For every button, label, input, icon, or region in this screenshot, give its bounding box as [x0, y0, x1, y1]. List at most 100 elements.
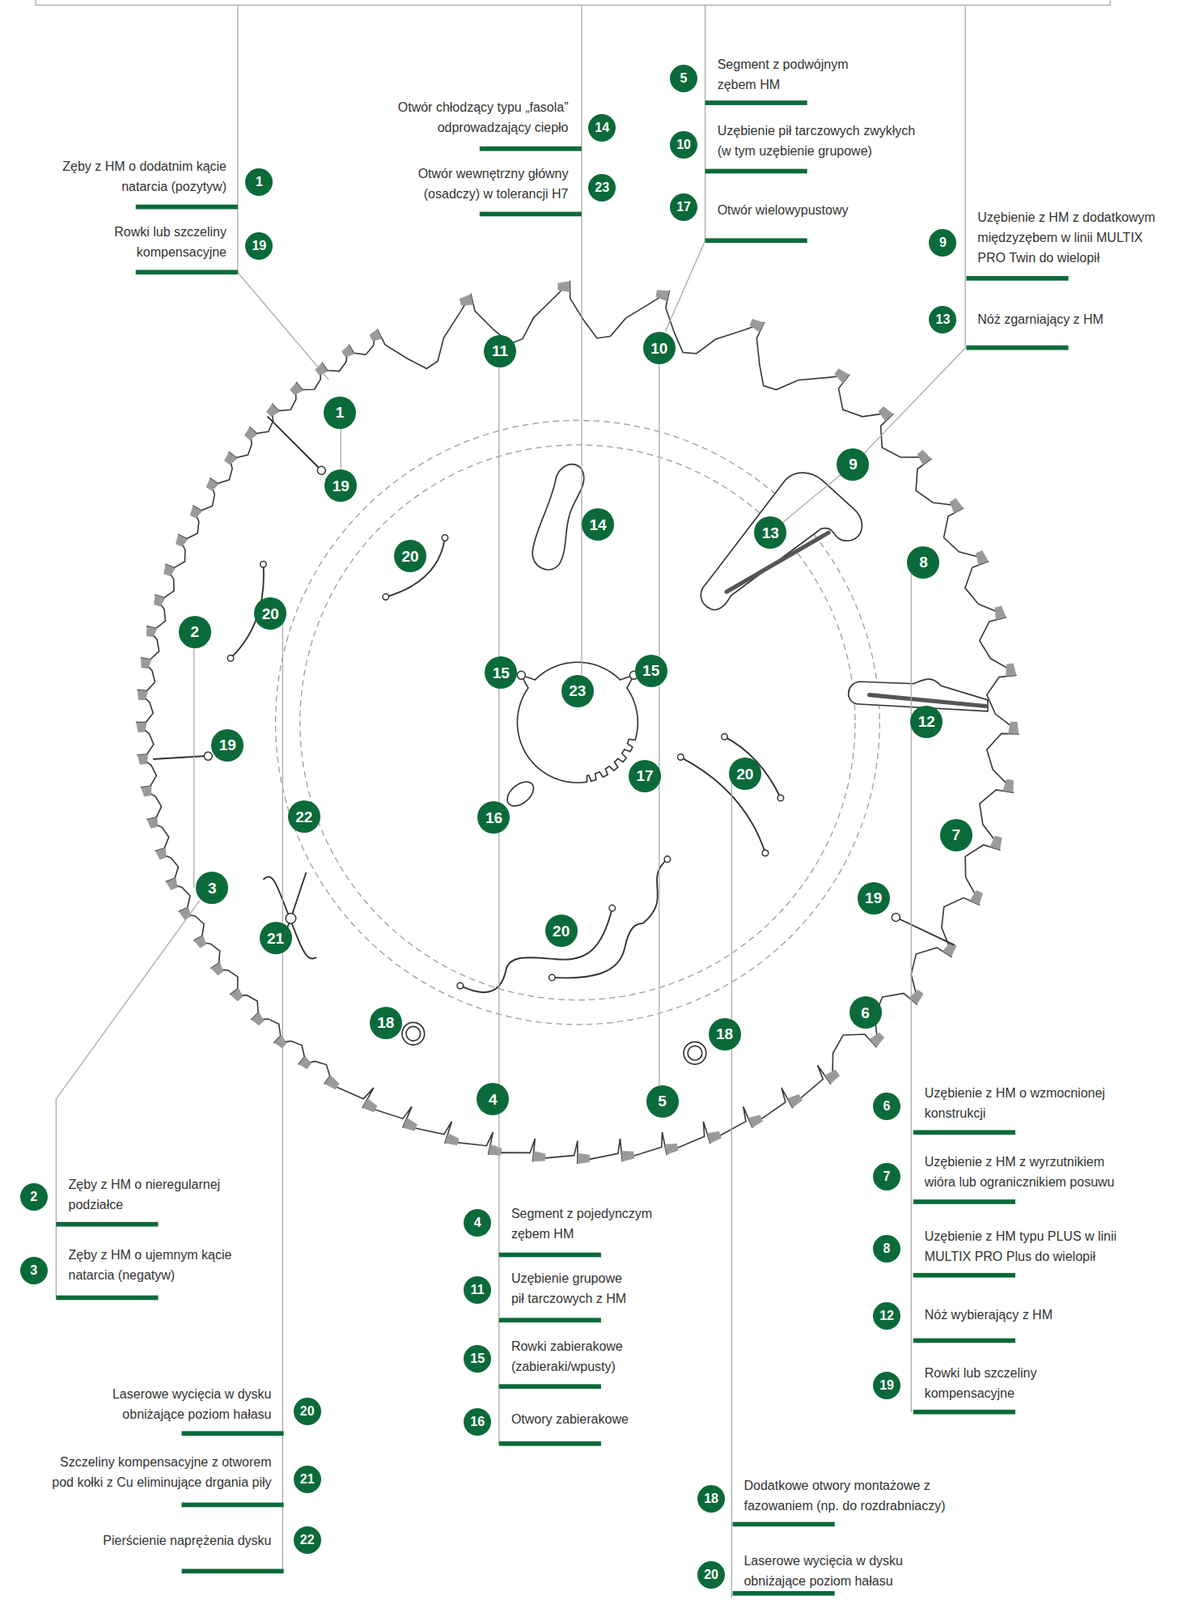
carbide-tip: [532, 1150, 546, 1161]
callout-label: Nóż zgarniający z HM: [977, 309, 1170, 330]
callout-number: 11: [483, 334, 517, 368]
carbide-tip: [289, 382, 303, 396]
slot-end: [721, 733, 729, 741]
leader-line: [580, 4, 582, 691]
callout-number: 4: [476, 1082, 509, 1115]
carbide-tip: [190, 505, 204, 519]
callout-number-text: 18: [703, 1491, 719, 1505]
callout-label: Otwory zabierakowe: [511, 1408, 674, 1429]
carbide-tip: [146, 626, 158, 638]
callout-disc: [288, 800, 321, 833]
callout-label: Uzębienie z HM typu PLUS w linii MULTIX …: [924, 1225, 1136, 1267]
callout-label: Otwór wewnętrzny główny (osadczy) w tole…: [402, 163, 569, 204]
callout-number: 5: [646, 1084, 679, 1118]
leader-line: [237, 4, 329, 380]
tension-rings: [275, 419, 881, 1024]
callout-number-text: 19: [864, 889, 882, 906]
carbide-tip: [155, 847, 167, 861]
carbide-tip: [621, 1150, 635, 1161]
callout-number: 14: [581, 508, 615, 541]
slot-end: [891, 912, 900, 921]
underline-bar: [913, 1129, 1016, 1135]
callout-disc: [323, 396, 356, 429]
callout-number-text: 19: [332, 478, 350, 494]
slot-end: [664, 855, 671, 863]
callout-disc: [483, 334, 517, 368]
callout-number: 11: [463, 1275, 492, 1304]
callout-disc: [259, 921, 293, 954]
callout-number: 21: [259, 921, 293, 954]
laser-cuts: [152, 415, 954, 992]
callout-number-text: 4: [474, 1215, 482, 1229]
callout-number-text: 5: [657, 1093, 667, 1109]
callout-disc: [369, 1006, 403, 1039]
tension-ring: [275, 419, 881, 1024]
callout-label: Dodatkowe otwory montażowe z fazowaniem …: [743, 1474, 979, 1516]
callout-number-text: 19: [219, 737, 237, 753]
slot-end: [762, 849, 769, 856]
callout-disc: [857, 881, 890, 915]
slot-end: [382, 593, 390, 601]
callout-number-text: 2: [29, 1190, 38, 1204]
underline-bar: [499, 1252, 602, 1258]
callout-number-text: 6: [883, 1099, 891, 1113]
callout-number-text: 23: [568, 682, 586, 699]
callout-number-text: 17: [636, 767, 654, 784]
callout-label: Rowki lub szczeliny kompensacyjne: [924, 1362, 1071, 1403]
callout-number: 1: [323, 396, 356, 429]
callout-number: 19: [211, 728, 244, 762]
callout-disc: [394, 539, 427, 572]
cooling-hole: [532, 464, 585, 570]
callout-number-text: 8: [883, 1241, 891, 1255]
callout-number: 21: [293, 1465, 322, 1493]
laser-cut: [643, 859, 668, 924]
callout-number: 18: [708, 1017, 742, 1051]
carbide-tip: [324, 1075, 340, 1090]
leader-line: [193, 631, 195, 887]
callout-disc: [484, 656, 517, 689]
bore-outline: [516, 661, 638, 783]
callout-number: 16: [463, 1407, 492, 1436]
callout-label: Nóż wybierający z HM: [924, 1304, 1136, 1325]
callout-disc: [928, 228, 957, 257]
callout-number-text: 1: [255, 175, 263, 189]
callout-number: 20: [254, 597, 287, 630]
callout-disc: [463, 1275, 492, 1304]
callout-number-text: 21: [266, 930, 284, 946]
callout-number-text: 20: [262, 605, 280, 622]
callout-number: 12: [872, 1301, 901, 1330]
callout-number-text: 13: [762, 525, 780, 541]
slot-end: [549, 974, 556, 981]
carbide-tip: [140, 657, 152, 669]
callout-number: 16: [477, 800, 510, 834]
callout-number-text: 11: [491, 343, 509, 359]
carbide-tip: [135, 722, 147, 733]
underline-bars: [55, 100, 1068, 1595]
callout-label: Laserowe wycięcia w dysku obniżające poz…: [743, 1550, 914, 1591]
carbide-tip: [459, 294, 474, 306]
callout-number: 8: [906, 546, 940, 579]
callout-number-text: 14: [594, 121, 610, 135]
expansion-slot: [152, 755, 204, 759]
callout-disc: [20, 1182, 48, 1211]
callout-disc: [697, 1484, 725, 1513]
callout-number: 23: [588, 173, 616, 202]
callout-number-text: 15: [470, 1351, 485, 1365]
callout-number: 10: [669, 131, 698, 159]
callout-number-text: 3: [29, 1263, 38, 1277]
slot-end: [260, 560, 267, 568]
carbide-tip: [362, 1097, 378, 1112]
carbide-tip: [577, 1152, 590, 1164]
callout-number: 8: [872, 1234, 901, 1263]
callout-number-text: 22: [295, 809, 313, 825]
carbide-tip: [969, 889, 983, 905]
callout-number-text: 16: [485, 809, 503, 826]
callout-number: 7: [872, 1162, 901, 1191]
callout-number: 9: [928, 228, 957, 257]
callout-number-text: 18: [377, 1014, 395, 1030]
slot-end: [317, 466, 326, 475]
callout-number: 18: [369, 1006, 403, 1039]
callout-number-text: 2: [190, 623, 200, 640]
carbide-tip: [250, 1012, 264, 1026]
carbide-tip: [368, 329, 382, 342]
